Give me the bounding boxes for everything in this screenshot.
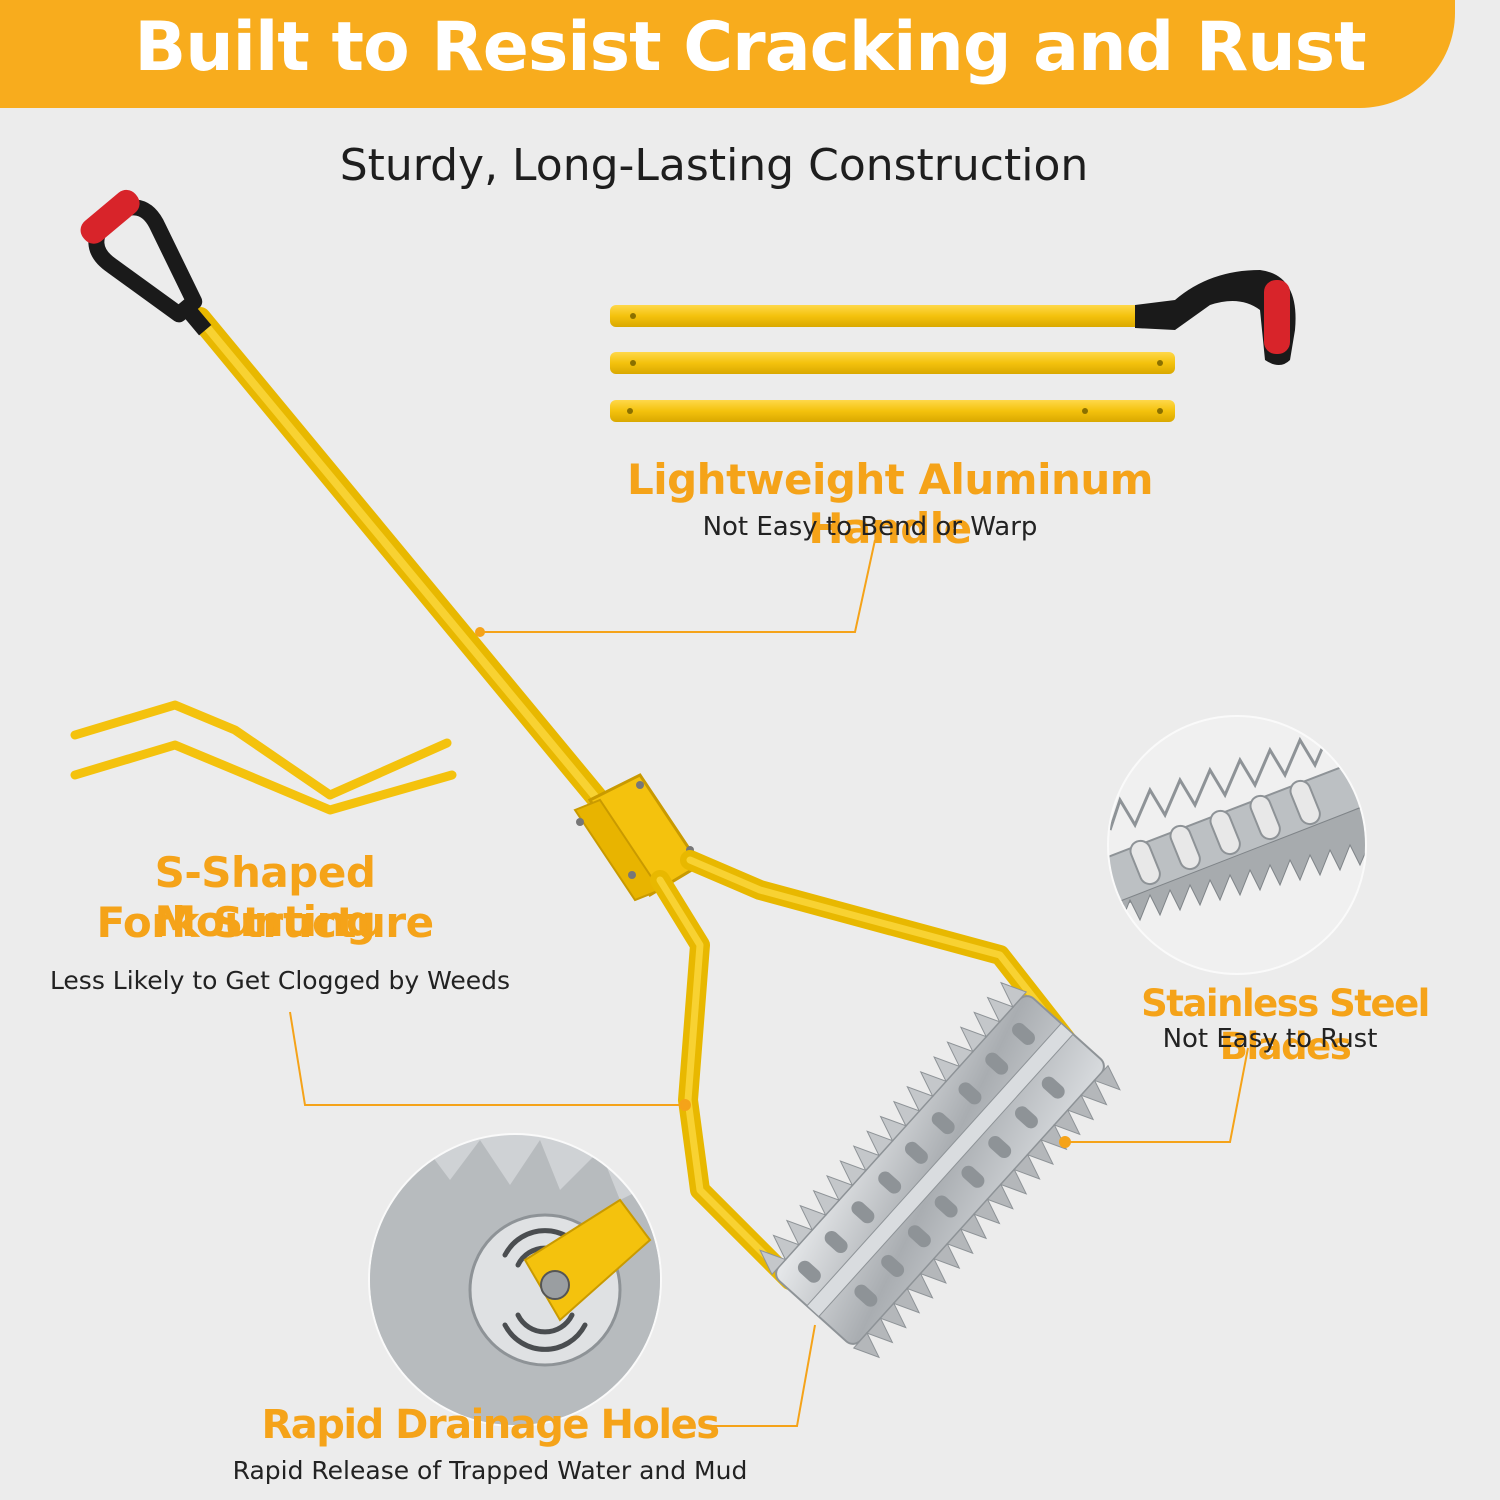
s-fork-piece-icon: [70, 700, 457, 815]
title-banner: [0, 0, 1455, 108]
handle-feature-desc: Not Easy to Bend or Warp: [702, 512, 1038, 542]
fork-feature-desc: Less Likely to Get Clogged by Weeds: [49, 966, 511, 995]
page-subtitle: Sturdy, Long-Lasting Construction: [339, 140, 1089, 191]
banner-title: Built to Resist Cracking and Rust: [134, 8, 1366, 87]
blades-feature-title: Stainless Steel Blades: [1141, 982, 1430, 1068]
fork-feature-title-line2: Fork Structure: [96, 898, 434, 947]
fork-feature-title-line1: S-Shaped Mounting: [154, 848, 376, 946]
drainage-hub-closeup-icon: [368, 1133, 662, 1427]
blade-roller-icon: [759, 981, 1121, 1359]
main-handle-icon: [189, 307, 651, 861]
handle-segments-icon: [610, 270, 1296, 422]
handle-feature-title: Lightweight Aluminum Handle: [626, 455, 1154, 553]
drainage-feature-desc: Rapid Release of Trapped Water and Mud: [232, 1456, 748, 1485]
blade-closeup-icon: [1107, 715, 1367, 975]
drainage-feature-title: Rapid Drainage Holes: [261, 1402, 720, 1448]
blades-feature-desc: Not Easy to Rust: [1162, 1024, 1378, 1054]
callout-lines: [289, 539, 1249, 1427]
d-grip-handle-icon: [80, 189, 212, 336]
